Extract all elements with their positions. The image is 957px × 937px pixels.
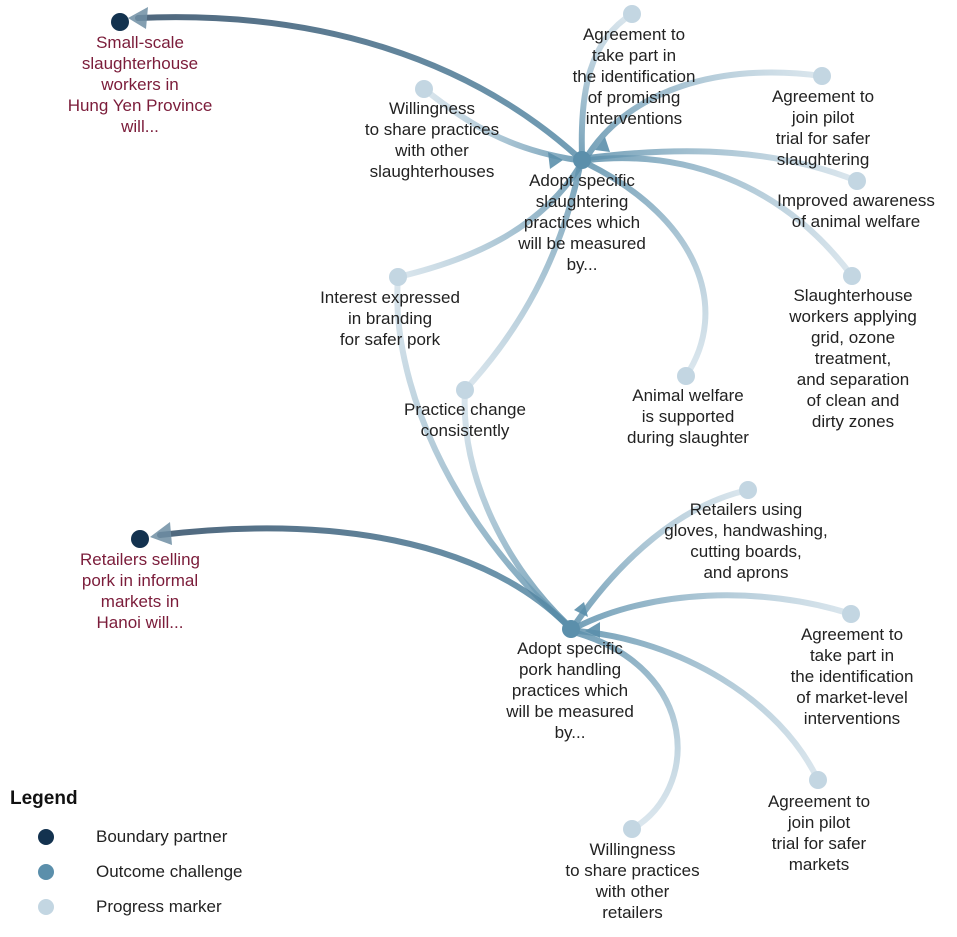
node-gloves xyxy=(739,481,757,499)
slaughtering-outcome-label: Adopt specific slaughtering practices wh… xyxy=(518,171,646,274)
willingness-slaughter-label: Willingness to share practices with othe… xyxy=(364,99,500,181)
arrowhead-pork-in xyxy=(574,602,588,617)
pilot-markets-label: Agreement to join pilot trial for safer … xyxy=(767,792,871,874)
node-slaughterhouse-partner xyxy=(111,13,129,31)
pilot-slaughter-label: Agreement to join pilot trial for safer … xyxy=(771,87,875,169)
edge-animal-welfare xyxy=(585,161,709,379)
arrowheads xyxy=(128,7,610,638)
node-identification xyxy=(623,5,641,23)
node-willingness-slaughter xyxy=(415,80,433,98)
edge-identification xyxy=(578,11,635,158)
market-identification-label: Agreement to take part in the identifica… xyxy=(790,625,914,728)
edge-willingness-retailers xyxy=(574,630,681,832)
branding-label: Interest expressed in branding for safer… xyxy=(320,288,460,349)
legend-title: Legend xyxy=(10,788,78,809)
legend-item-outcome-challenge: Outcome challenge xyxy=(38,859,242,885)
node-pilot-markets xyxy=(809,771,827,789)
legend-label: Outcome challenge xyxy=(96,862,243,881)
node-market-identification xyxy=(842,605,860,623)
practice-change-label: Practice change consistently xyxy=(404,400,526,440)
edge-pilot-slaughter xyxy=(585,69,825,158)
node-animal-welfare xyxy=(677,367,695,385)
awareness-label: Improved awareness of animal welfare xyxy=(777,191,935,231)
edge-gloves xyxy=(573,487,751,626)
node-pilot-slaughter xyxy=(813,67,831,85)
grid-ozone-label: Slaughterhouse workers applying grid, oz… xyxy=(789,286,917,431)
edge-awareness xyxy=(585,148,860,184)
arrowhead-retailer-boundary xyxy=(150,522,172,545)
node-pork-handling-outcome xyxy=(562,620,580,638)
node-retailer-partner xyxy=(131,530,149,548)
boundary-partner-swatch xyxy=(38,829,54,845)
arrowhead-pork-in-2 xyxy=(585,622,600,638)
identification-label: Agreement to take part in the identifica… xyxy=(572,25,696,128)
edge-pilot-markets xyxy=(574,628,821,783)
outcome-challenge-swatch xyxy=(38,864,54,880)
diagram-edges xyxy=(135,11,860,832)
edge-branding-down xyxy=(394,274,569,627)
arrowhead-slaughter-boundary xyxy=(128,7,148,29)
willingness-retailers-label: Willingness to share practices with othe… xyxy=(565,840,700,922)
retailer-partner-label: Retailers selling pork in informal marke… xyxy=(80,550,200,632)
edge-market-identification xyxy=(574,592,854,630)
slaughterhouse-partner-label: Small-scale slaughterhouse workers in Hu… xyxy=(67,33,213,136)
animal-welfare-label: Animal welfare is supported during slaug… xyxy=(627,386,749,447)
progress-marker-swatch xyxy=(38,899,54,915)
arrowhead-slaughter-in xyxy=(548,152,563,169)
legend-item-boundary-partner: Boundary partner xyxy=(38,824,227,850)
edge-grid-ozone xyxy=(585,155,855,279)
node-willingness-retailers xyxy=(623,820,641,838)
node-grid-ozone xyxy=(843,267,861,285)
node-awareness xyxy=(848,172,866,190)
outcome-challenge-nodes xyxy=(562,151,591,638)
gloves-label: Retailers using gloves, handwashing, cut… xyxy=(664,500,828,582)
legend-item-progress-marker: Progress marker xyxy=(38,894,222,920)
boundary-partner-nodes xyxy=(111,13,149,548)
edge-branding xyxy=(395,163,583,280)
edge-retailer-boundary xyxy=(157,525,569,627)
node-practice-change xyxy=(456,381,474,399)
pork-handling-outcome-label: Adopt specific pork handling practices w… xyxy=(506,639,634,742)
edge-practice-change-up xyxy=(462,163,583,393)
legend-label: Boundary partner xyxy=(96,827,228,846)
arrowhead-slaughter-in-2 xyxy=(595,137,610,152)
legend-label: Progress marker xyxy=(96,897,222,916)
node-slaughtering-outcome xyxy=(573,151,591,169)
node-branding xyxy=(389,268,407,286)
edge-practice-change-down xyxy=(461,387,570,627)
progress-marker-nodes xyxy=(389,5,866,838)
edge-slaughter-boundary xyxy=(135,14,580,159)
